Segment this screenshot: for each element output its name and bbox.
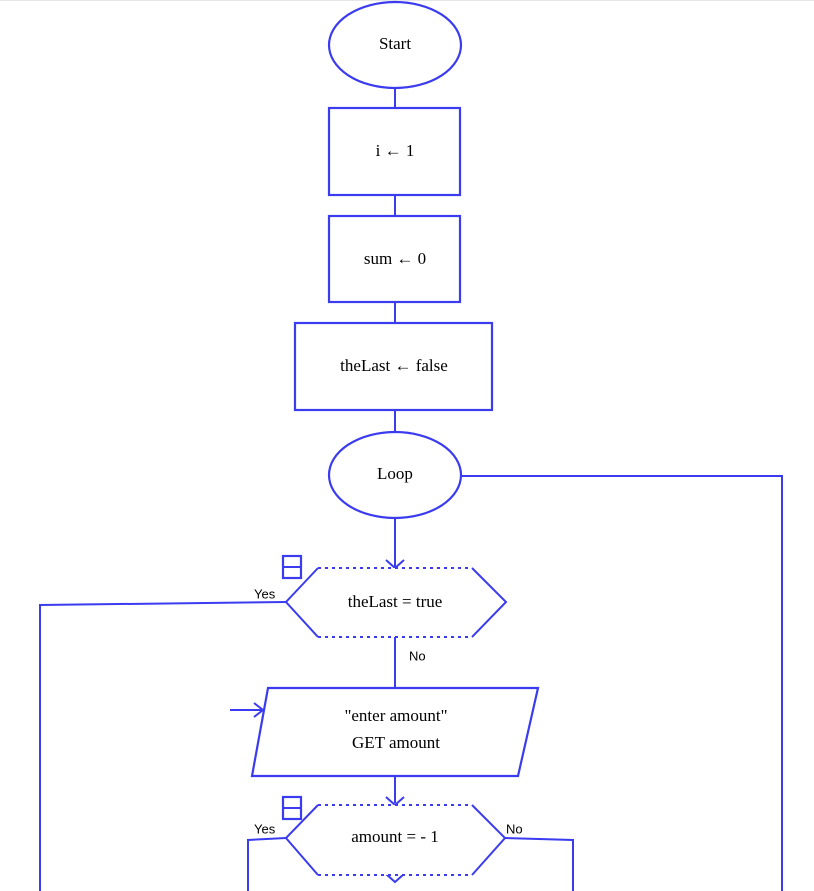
input-prompt-label: "enter amount"	[344, 706, 447, 725]
edge-label-last-yes: Yes	[254, 586, 276, 601]
amount-yes-line	[247, 837, 287, 891]
edge-label-amount-yes: Yes	[254, 821, 276, 836]
init-sum-label: sum ← 0	[364, 249, 426, 268]
process-init-sum[interactable]: sum ← 0	[327, 214, 462, 304]
start-node[interactable]: Start	[327, 0, 463, 90]
decision-last[interactable]: theLast = true	[284, 567, 508, 638]
init-i-label: i ← 1	[376, 141, 415, 160]
loop-node[interactable]: Loop	[327, 430, 463, 520]
decision-amount[interactable]: amount = - 1	[284, 804, 507, 876]
collapse-toggle-1[interactable]	[281, 554, 303, 580]
input-node[interactable]: "enter amount" GET amount	[250, 686, 540, 778]
merge-chevron-3	[385, 873, 405, 884]
collapse-toggle-2[interactable]	[281, 795, 303, 821]
loop-label: Loop	[377, 464, 413, 483]
connectors	[39, 88, 783, 891]
top-border	[0, 0, 814, 1]
start-label: Start	[379, 34, 411, 53]
amount-no-line	[504, 837, 574, 891]
edge-label-last-no: No	[409, 648, 426, 663]
edge-label-amount-no: No	[506, 821, 523, 836]
input-get-label: GET amount	[352, 733, 440, 752]
decision-amount-label: amount = - 1	[351, 827, 439, 846]
process-init-i[interactable]: i ← 1	[327, 106, 462, 197]
yes-exit-line	[39, 601, 287, 891]
loop-back-line	[460, 475, 783, 891]
decision-last-label: theLast = true	[348, 592, 443, 611]
init-last-label: theLast ← false	[340, 356, 448, 375]
process-init-last[interactable]: theLast ← false	[293, 321, 494, 412]
